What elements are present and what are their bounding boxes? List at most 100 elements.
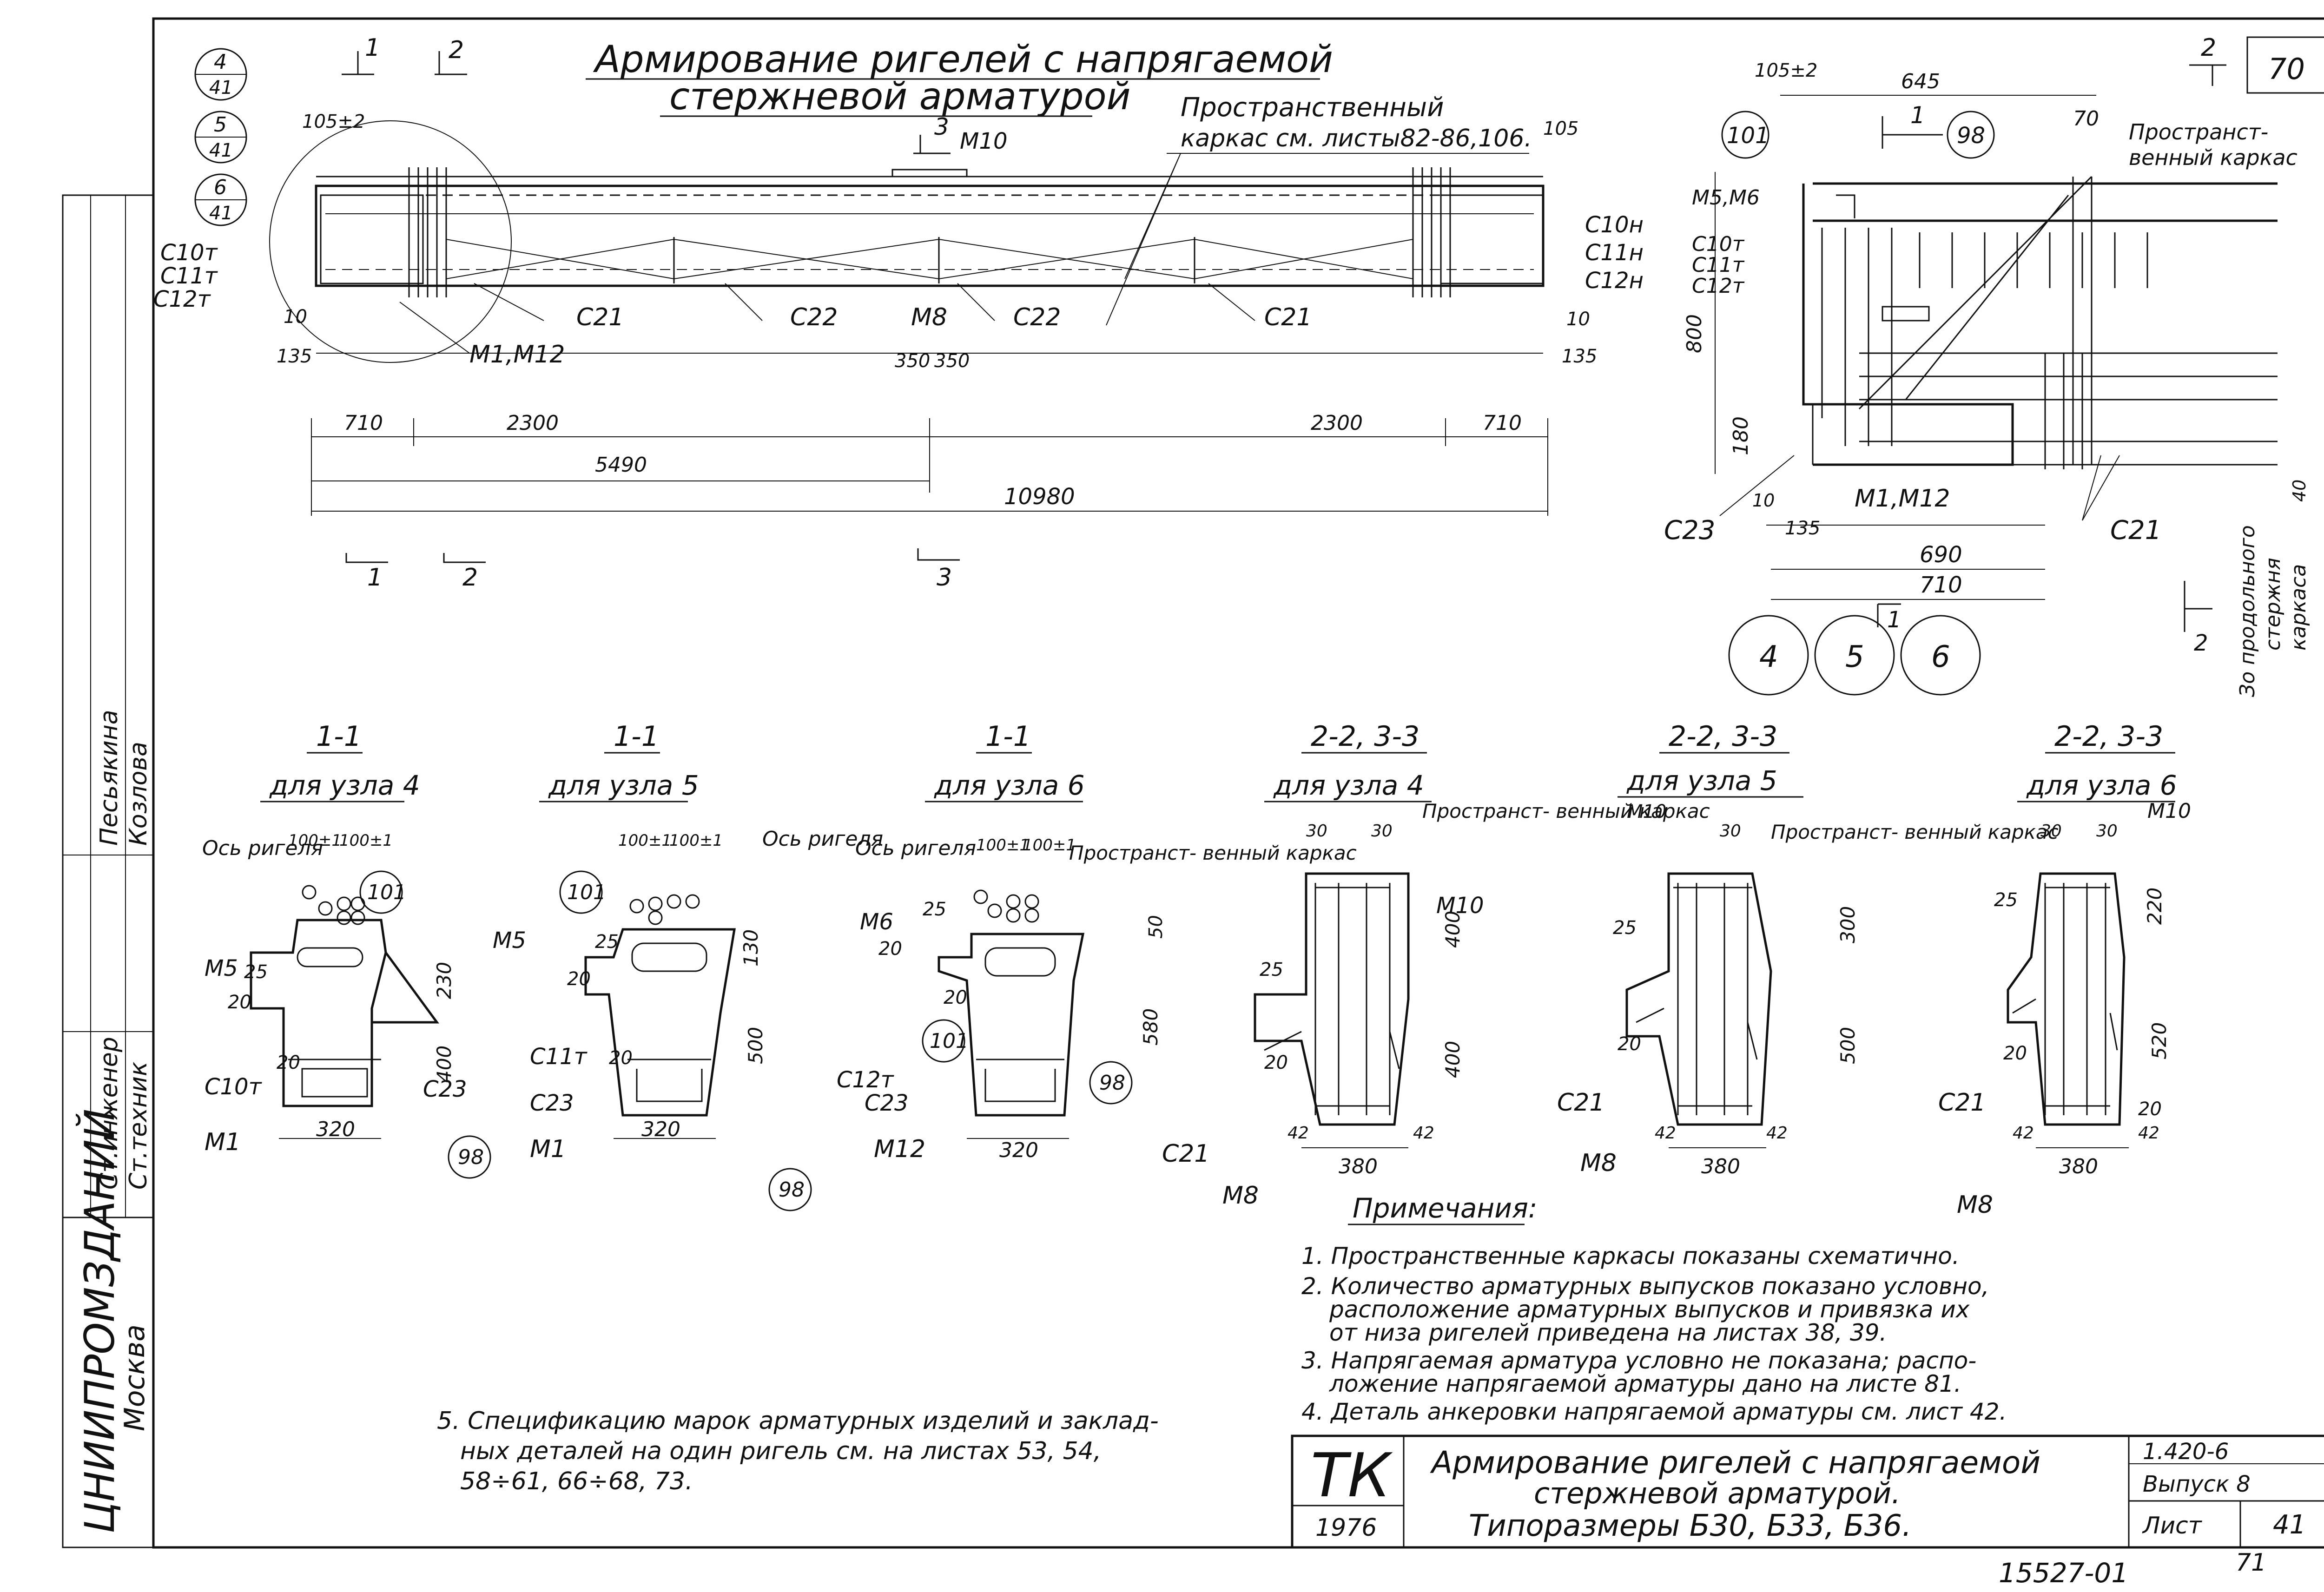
svg-text:41: 41 <box>209 77 233 99</box>
svg-text:С12н: С12н <box>1585 268 1644 294</box>
svg-text:98: 98 <box>1099 1071 1125 1095</box>
svg-text:101: 101 <box>367 881 406 904</box>
svg-text:98: 98 <box>1957 123 1985 149</box>
svg-text:98: 98 <box>458 1145 484 1169</box>
svg-text:С21: С21 <box>1557 1089 1604 1117</box>
svg-text:С11т: С11т <box>530 1044 588 1070</box>
svg-text:для узла 4: для узла 4 <box>269 770 420 801</box>
svg-text:4: 4 <box>214 50 227 74</box>
svg-text:6: 6 <box>1931 640 1950 674</box>
svg-text:М1: М1 <box>205 1128 241 1156</box>
svg-text:100±1: 100±1 <box>1023 836 1076 855</box>
svg-text:58÷61, 66÷68, 73.: 58÷61, 66÷68, 73. <box>460 1467 693 1495</box>
svg-text:100±1: 100±1 <box>339 831 393 850</box>
svg-text:Типоразмеры Б30, Б33, Б36.: Типоразмеры Б30, Б33, Б36. <box>1469 1509 1911 1543</box>
page-number-bottom: 71 <box>2236 1549 2266 1577</box>
svg-text:101: 101 <box>567 881 606 904</box>
svg-text:70: 70 <box>2073 107 2099 131</box>
svg-text:С10т: С10т <box>205 1074 263 1100</box>
svg-text:42: 42 <box>1655 1124 1676 1143</box>
stamp-name1: Песьякина <box>95 710 123 846</box>
svg-text:20: 20 <box>1264 1052 1288 1073</box>
svg-text:42: 42 <box>1413 1124 1434 1143</box>
svg-text:для узла 5: для узла 5 <box>1626 765 1777 796</box>
svg-text:2-2, 3-3: 2-2, 3-3 <box>2054 720 2163 753</box>
svg-text:С22: С22 <box>1013 303 1061 331</box>
svg-text:400: 400 <box>1441 911 1464 948</box>
svg-text:4. Деталь анкеровки напрягаемо: 4. Деталь анкеровки напрягаемой арматуры… <box>1301 1398 2007 1425</box>
section-marks-top: 1 2 3 М10 <box>342 34 1008 154</box>
svg-text:ТК: ТК <box>1311 1440 1393 1511</box>
svg-text:1: 1 <box>367 564 383 592</box>
svg-text:С11т: С11т <box>160 263 218 289</box>
page-number-top: 70 <box>2268 52 2305 86</box>
svg-text:М10: М10 <box>1436 893 1484 919</box>
side-stamp: Ст.инженер Ст.техник Песьякина Козлова Ц… <box>62 194 154 1548</box>
svg-text:С23: С23 <box>1664 515 1715 546</box>
svg-text:400: 400 <box>433 1046 456 1083</box>
svg-text:135: 135 <box>1785 518 1820 539</box>
drawing-number: 15527-01 <box>1999 1557 2128 1589</box>
svg-text:100±1: 100±1 <box>618 831 672 850</box>
svg-text:710: 710 <box>1920 572 1962 598</box>
svg-text:230: 230 <box>433 962 456 999</box>
svg-text:С11н: С11н <box>1585 240 1644 266</box>
svg-text:180: 180 <box>1729 416 1753 455</box>
svg-text:20: 20 <box>2138 1099 2162 1120</box>
svg-text:30: 30 <box>1306 822 1327 841</box>
title-block: ТК 1976 Армирование ригелей с напрягаемо… <box>1291 1434 2324 1549</box>
svg-text:20: 20 <box>878 938 902 960</box>
svg-text:105±2: 105±2 <box>1755 60 1817 81</box>
svg-text:1: 1 <box>1887 607 1901 633</box>
elevation-labels: С10т С11т С12т С10н С11н С12н С21 С22 М8… <box>153 212 1644 368</box>
end-detail: 105±2 645 70 2 1 101 98 М5,М6 С10т С11т … <box>1664 34 2311 697</box>
svg-text:41: 41 <box>209 203 233 224</box>
page-number-box <box>2246 36 2324 94</box>
svg-text:41: 41 <box>2273 1510 2306 1540</box>
svg-text:М5,М6: М5,М6 <box>1692 186 1760 210</box>
svg-text:для узла 5: для узла 5 <box>548 770 699 801</box>
svg-text:М10: М10 <box>1627 801 1666 822</box>
svg-text:Ось ригеля: Ось ригеля <box>202 836 323 860</box>
svg-text:М8: М8 <box>1222 1182 1259 1210</box>
svg-text:Пространст- венный каркас: Пространст- венный каркас <box>1771 821 2059 843</box>
svg-text:С21: С21 <box>576 303 624 331</box>
svg-text:от низа ригелей приведена на л: от низа ригелей приведена на листах 38, … <box>1329 1319 1887 1346</box>
section-2-2-node6: 2-2, 3-3 для узла 6 30 30 М10 25 20 20 2… <box>1938 720 2191 1219</box>
section-1-1-node4: 1-1 для узла 4 Ось ригеля 100±1 100±1 10… <box>202 720 491 1179</box>
svg-text:520: 520 <box>2148 1022 2171 1059</box>
svg-text:710: 710 <box>344 411 383 435</box>
svg-text:М1,М12: М1,М12 <box>469 341 565 368</box>
svg-text:320: 320 <box>316 1118 355 1141</box>
svg-text:10: 10 <box>1566 309 1590 330</box>
svg-text:100±1: 100±1 <box>976 836 1030 855</box>
svg-text:42: 42 <box>2013 1124 2034 1143</box>
svg-text:для узла 6: для узла 6 <box>2026 770 2177 801</box>
notes: Примечания: 1. Пространственные каркасы … <box>437 1192 2007 1495</box>
svg-text:С10н: С10н <box>1585 212 1644 238</box>
svg-text:101: 101 <box>930 1029 969 1053</box>
svg-text:С23: С23 <box>423 1076 467 1102</box>
svg-text:Пространст-: Пространст- <box>2129 119 2268 145</box>
svg-text:Пространст- венный каркас: Пространст- венный каркас <box>1069 842 1357 864</box>
svg-text:С21: С21 <box>1264 303 1312 331</box>
main-title-line2: стержневой арматурой <box>669 75 1131 118</box>
svg-text:С12т: С12т <box>837 1067 895 1093</box>
svg-text:41: 41 <box>209 140 233 161</box>
stamp-org: ЦНИИПРОМЗДАНИЙ <box>76 1109 124 1533</box>
svg-text:1.420-6: 1.420-6 <box>2143 1439 2229 1465</box>
sheet-border <box>152 17 2324 1549</box>
svg-text:1-1: 1-1 <box>316 720 362 753</box>
stamp-name2: Козлова <box>125 742 152 846</box>
svg-text:Примечания:: Примечания: <box>1353 1192 1537 1224</box>
svg-text:20: 20 <box>228 992 251 1013</box>
svg-text:690: 690 <box>1920 542 1962 568</box>
svg-text:М1,М12: М1,М12 <box>1855 485 1950 513</box>
main-title-line1: Армирование ригелей с напрягаемой <box>593 38 1333 81</box>
svg-text:10980: 10980 <box>1004 484 1075 510</box>
svg-text:М5: М5 <box>205 955 238 981</box>
svg-text:Пространст- венный каркас: Пространст- венный каркас <box>1422 800 1710 822</box>
svg-text:Выпуск 8: Выпуск 8 <box>2143 1471 2251 1497</box>
svg-text:2. Количество арматурных выпус: 2. Количество арматурных выпусков показа… <box>1301 1273 1989 1300</box>
beam-elevation <box>315 167 1545 297</box>
